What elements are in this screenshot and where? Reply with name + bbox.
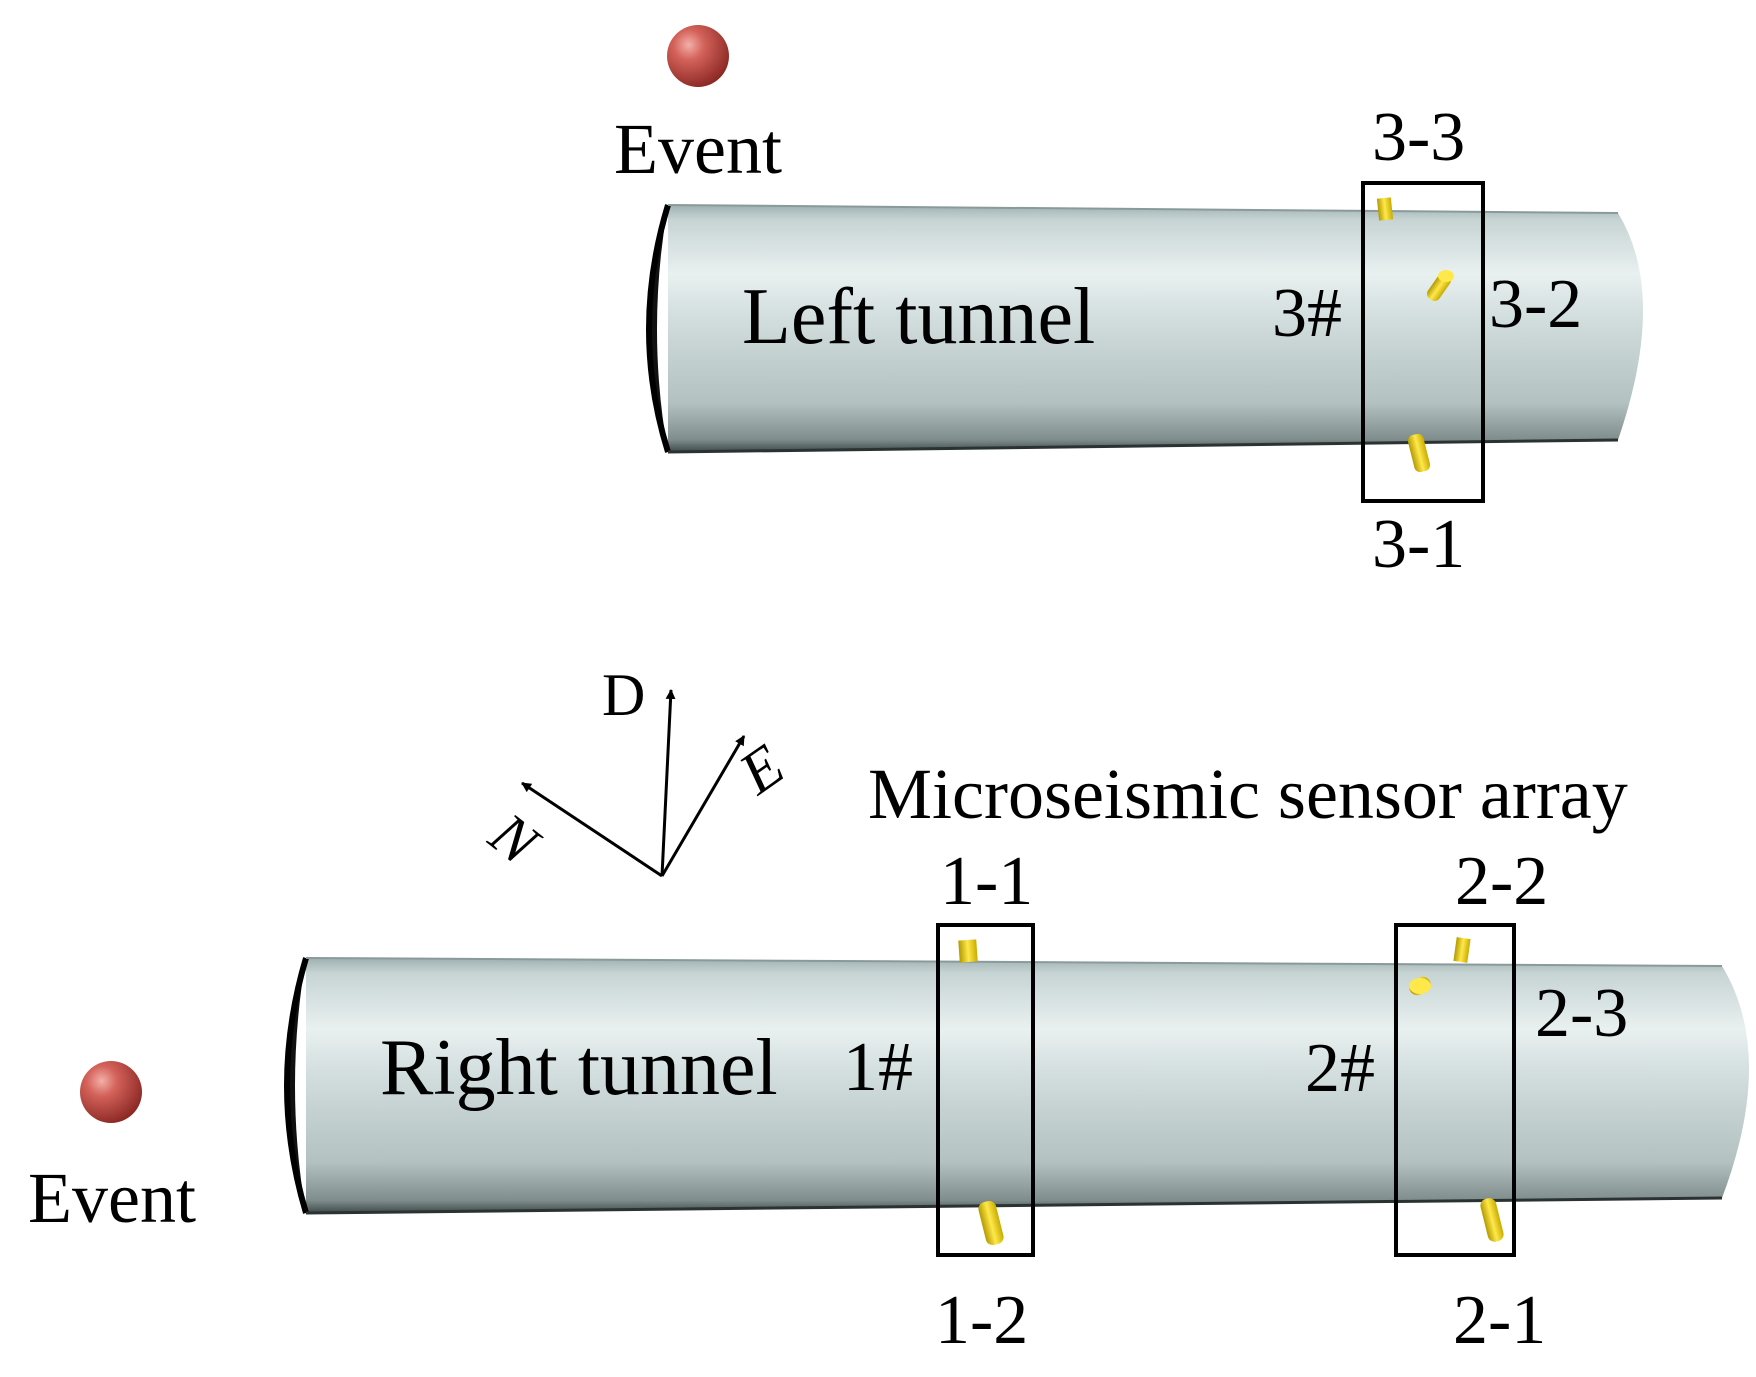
station-1-frame [936,923,1035,1257]
axis-n-arrow [521,781,663,878]
axis-e-arrow [660,735,746,877]
event-ball-bottom [80,1061,142,1123]
orientation-axes [521,689,746,878]
sensor-1-2-label: 1-2 [935,1282,1028,1359]
sensor-2-3 [1409,976,1431,996]
station-2-label: 2# [1305,1030,1375,1107]
sensor-3-2 [1427,270,1454,301]
sensor-1-2 [978,1200,1004,1246]
sensor-2-1-label: 2-1 [1453,1282,1546,1359]
event-label-bottom: Event [28,1158,196,1238]
station-3-label: 3# [1272,275,1342,352]
axis-d-label: D [602,662,645,728]
sensor-3-3-label: 3-3 [1372,99,1465,176]
left-tunnel [646,204,1643,454]
left-tunnel-label: Left tunnel [742,273,1095,361]
station-1-label: 1# [843,1029,913,1106]
sensor-2-2 [1453,937,1471,963]
event-ball-top [667,25,729,87]
station-2-frame [1394,923,1516,1257]
station-3-frame [1361,181,1485,503]
sensor-1-1 [958,939,978,963]
sensor-3-1-label: 3-1 [1372,506,1465,583]
sensor-2-3-label: 2-3 [1535,975,1628,1052]
axis-d-arrow [660,689,676,877]
sensor-3-3 [1376,197,1394,221]
sensor-2-1 [1480,1198,1504,1242]
sensor-2-2-label: 2-2 [1455,843,1548,920]
axis-n-label: N [477,800,552,879]
axis-e-label: E [727,732,796,808]
array-title: Microseismic sensor array [868,754,1628,834]
sensor-3-1 [1407,433,1431,473]
sensor-1-1-label: 1-1 [940,843,1033,920]
sensor-3-2-label: 3-2 [1489,266,1582,343]
right-tunnel-label: Right tunnel [380,1024,778,1112]
event-label-top: Event [614,109,782,189]
